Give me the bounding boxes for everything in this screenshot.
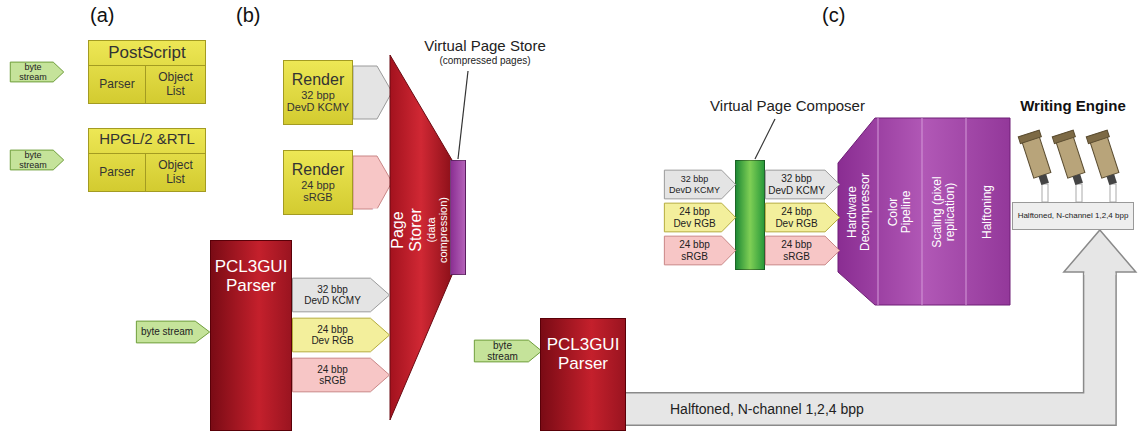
node-text: Render [292, 161, 344, 179]
language-box: PostScriptParser Object List [88, 40, 206, 104]
parser-box: PCL3GUI Parser [540, 318, 626, 431]
leader-line [755, 119, 775, 159]
flow-arrow: 24 bbp Dev RGB [292, 318, 390, 352]
stage-divider [878, 118, 879, 305]
module-cell: Object List [145, 153, 205, 191]
node-text: Virtual Page Storer [371, 197, 425, 263]
node-text: Halftoning [981, 184, 994, 238]
render-box: Render32 bpp DevD KCMY [283, 60, 353, 125]
node-text: (data compression) [425, 197, 450, 263]
node-text: PCL3GUI Parser [544, 335, 622, 373]
node-text: 32 bbp DevD KCMY [303, 284, 362, 306]
block-bar [735, 160, 765, 270]
node-text: 24 bbp sRGB [768, 239, 825, 261]
node-text: Color Pipeline [887, 190, 914, 233]
node-text: byte stream [13, 150, 53, 170]
node-text: Virtual Page Store [424, 38, 545, 55]
panel-label: (b) [236, 4, 260, 27]
print-head [1018, 130, 1055, 202]
node-text: 24 bbp sRGB [303, 364, 362, 386]
node-text: Hardware Decompressor [846, 172, 873, 250]
flow-arrow: 32 bbp DevD KCMY [765, 170, 840, 199]
node-text: Writing Engine [1020, 98, 1126, 115]
block-bar [450, 160, 466, 275]
print-head [1052, 130, 1089, 202]
node-text: Object List [150, 159, 201, 186]
flow-arrow: byte stream [136, 321, 210, 343]
flow-arrow: 24 bbp sRGB [292, 358, 390, 392]
module-cell: Object List [145, 65, 205, 103]
node-text: byte stream [13, 62, 53, 82]
flow-arrow: 32 bbp DevD KCMY [664, 170, 736, 199]
parser-box: PCL3GUI Parser [210, 240, 292, 431]
node-text: PostScript [108, 43, 185, 62]
pipeline-stage: Halftoning [966, 118, 1010, 305]
node-text: 32 bbp DevD KCMY [768, 173, 825, 195]
output-wedge [353, 156, 392, 209]
node-text: Virtual Page Composer [710, 98, 865, 115]
wide-flow-arrow [626, 230, 1136, 409]
node-text: 32 bpp DevD KCMY [286, 89, 350, 114]
print-head [1086, 130, 1123, 202]
node-text: (compressed pages) [439, 55, 530, 66]
leader-line [458, 71, 468, 159]
flow-arrow: 24 bbp sRGB [765, 236, 840, 265]
flow-arrow: 32 bbp DevD KCMY [292, 278, 390, 312]
pipeline-stage: Scaling (pixel replication) [922, 118, 966, 305]
node-text: Render [292, 71, 344, 89]
node-text: byte stream [477, 340, 528, 362]
pipeline-shape [838, 118, 1010, 305]
rotated-label: Color Pipeline [887, 190, 914, 233]
output-wedge [353, 66, 392, 119]
language-box: HPGL/2 &RTL Parser Object List [88, 128, 206, 192]
flow-arrow: byte stream [10, 150, 64, 170]
output-box: Halftoned, N-channel 1,2,4 bpp [1012, 202, 1134, 230]
edge-label: Halftoned, N-channel 1,2,4 bpp [666, 401, 868, 417]
rotated-label: Scaling (pixel replication) [931, 162, 958, 262]
panel-label: (a) [90, 4, 114, 27]
flow-arrow: 24 bbp Dev RGB [765, 203, 840, 232]
stage-divider [966, 118, 967, 305]
node-text: Parser [99, 166, 134, 179]
module-cell: Parser [89, 153, 145, 191]
stage-divider [922, 118, 923, 305]
rotated-label: Hardware Decompressor [846, 172, 873, 250]
flow-arrow: byte stream [474, 340, 542, 362]
panel-label: (c) [822, 4, 845, 27]
flow-arrow: 24 bbp sRGB [664, 236, 736, 265]
node-text: HPGL/2 &RTL [99, 131, 195, 148]
node-text: Object List [150, 71, 201, 98]
flow-arrow: 24 bbp Dev RGB [664, 203, 736, 232]
node-text: PCL3GUI Parser [214, 257, 288, 295]
rotated-label: Halftoning [981, 184, 994, 238]
node-text: 24 bbp Dev RGB [768, 206, 825, 228]
node-text: 24 bbp Dev RGB [667, 206, 722, 228]
rotated-label: Virtual Page Storer(data compression) [371, 197, 449, 263]
flow-arrow: byte stream [10, 62, 64, 82]
writing-engine: Writing EngineHalftoned, N-channel 1,2,4… [1012, 96, 1134, 230]
render-box: Render24 bpp sRGB [283, 150, 353, 215]
node-text: 24 bbp sRGB [667, 239, 722, 261]
storer-funnel: Virtual Page Storer(data compression) [390, 55, 452, 420]
pipeline-stage: Color Pipeline [878, 118, 922, 305]
node-text: Parser [99, 78, 134, 91]
node-text: byte stream [141, 326, 193, 337]
node-text: Halftoned, N-channel 1,2,4 bpp [1018, 212, 1129, 221]
node-text: 32 bbp DevD KCMY [667, 174, 722, 194]
pipeline-stage: Hardware Decompressor [840, 118, 878, 305]
module-cell: Parser [89, 65, 145, 103]
node-text: 24 bbp Dev RGB [303, 324, 362, 346]
node-text: 24 bpp sRGB [286, 179, 350, 204]
node-text: Scaling (pixel replication) [931, 162, 958, 262]
